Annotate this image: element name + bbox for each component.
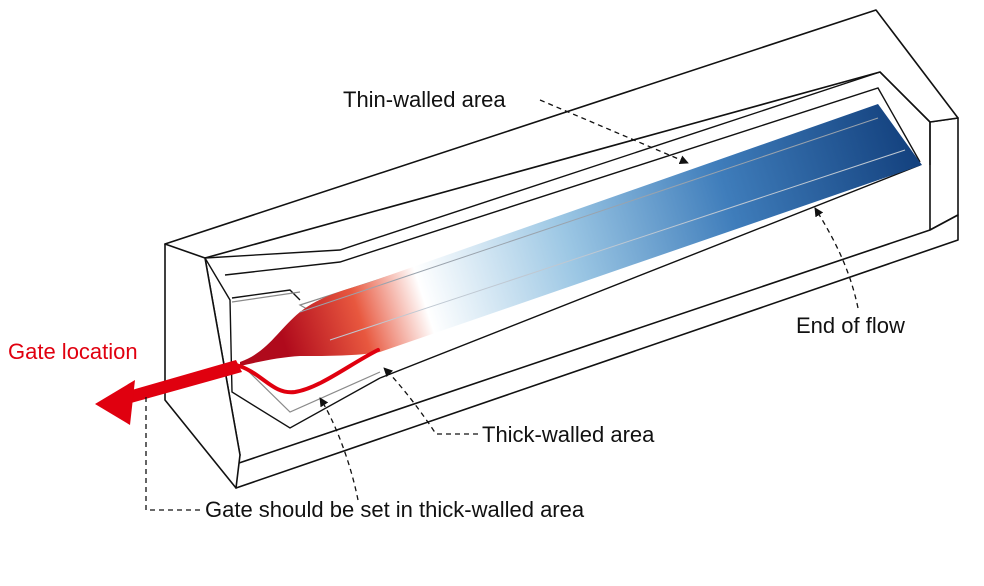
- melt-flow-fill: [240, 104, 922, 366]
- label-gate-note: Gate should be set in thick-walled area: [205, 497, 585, 522]
- melt-flow-inner-line-2: [329, 149, 906, 341]
- cavity-walls: [204, 71, 931, 429]
- runner-path: [234, 348, 380, 395]
- mold-left-face: [164, 243, 241, 489]
- runner-groove: [244, 367, 381, 413]
- gate-groove: [231, 291, 301, 303]
- label-end-of-flow: End of flow: [796, 313, 905, 338]
- leader-gate-location: [145, 396, 200, 511]
- cavity-back-rim: [204, 71, 931, 259]
- gate-arrow-head: [95, 380, 135, 425]
- leader-lines: [145, 99, 859, 511]
- cavity-floor-edge: [379, 164, 921, 379]
- cavity-inner-back: [224, 87, 921, 276]
- melt-flow-inner-line: [299, 117, 879, 313]
- gate-arrow: [95, 360, 242, 425]
- label-thick-walled: Thick-walled area: [482, 422, 655, 447]
- leader-gate-note-arrow: [319, 397, 359, 501]
- leader-end-of-flow: [814, 207, 859, 309]
- mold-end-face: [929, 117, 959, 231]
- cavity-step: [231, 289, 301, 301]
- label-gate-location: Gate location: [8, 339, 138, 364]
- label-thin-walled: Thin-walled area: [343, 87, 506, 112]
- cavity-left-inner: [204, 257, 381, 429]
- leader-thick-walled: [383, 367, 478, 435]
- gate-arrow-shaft: [118, 360, 242, 405]
